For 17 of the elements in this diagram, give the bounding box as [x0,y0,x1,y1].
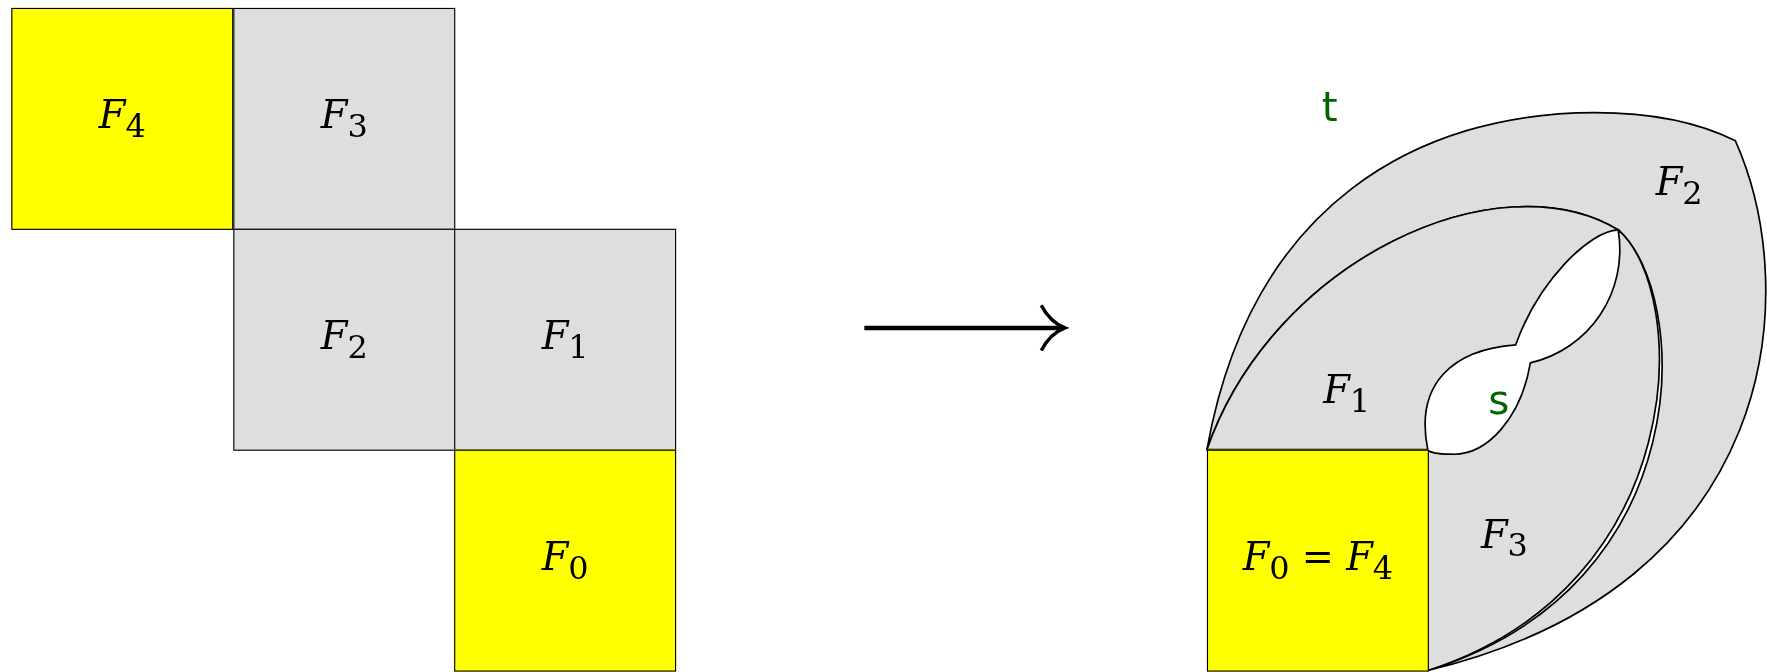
square-face [454,449,677,672]
face-label: F$_{1}$ [541,316,589,364]
face-label: F$_{0}$ [541,536,589,585]
face-label: F$_{0}$ = F$_{4}$ [1242,536,1394,585]
face-label: F$_{2}$ [1655,162,1703,210]
point-label: t [1321,86,1338,128]
face-label: F$_{3}$ [320,95,368,143]
square-face [233,7,456,230]
square-face [11,7,234,230]
square-face [1206,449,1429,672]
face-label: F$_{1}$ [1323,370,1371,419]
face-label: F$_{4}$ [98,95,146,143]
square-face [233,228,456,451]
face-label: F$_{3}$ [1480,514,1528,563]
face-label: F$_{2}$ [320,316,368,364]
point-label: s [1488,379,1510,421]
square-face [454,228,677,451]
